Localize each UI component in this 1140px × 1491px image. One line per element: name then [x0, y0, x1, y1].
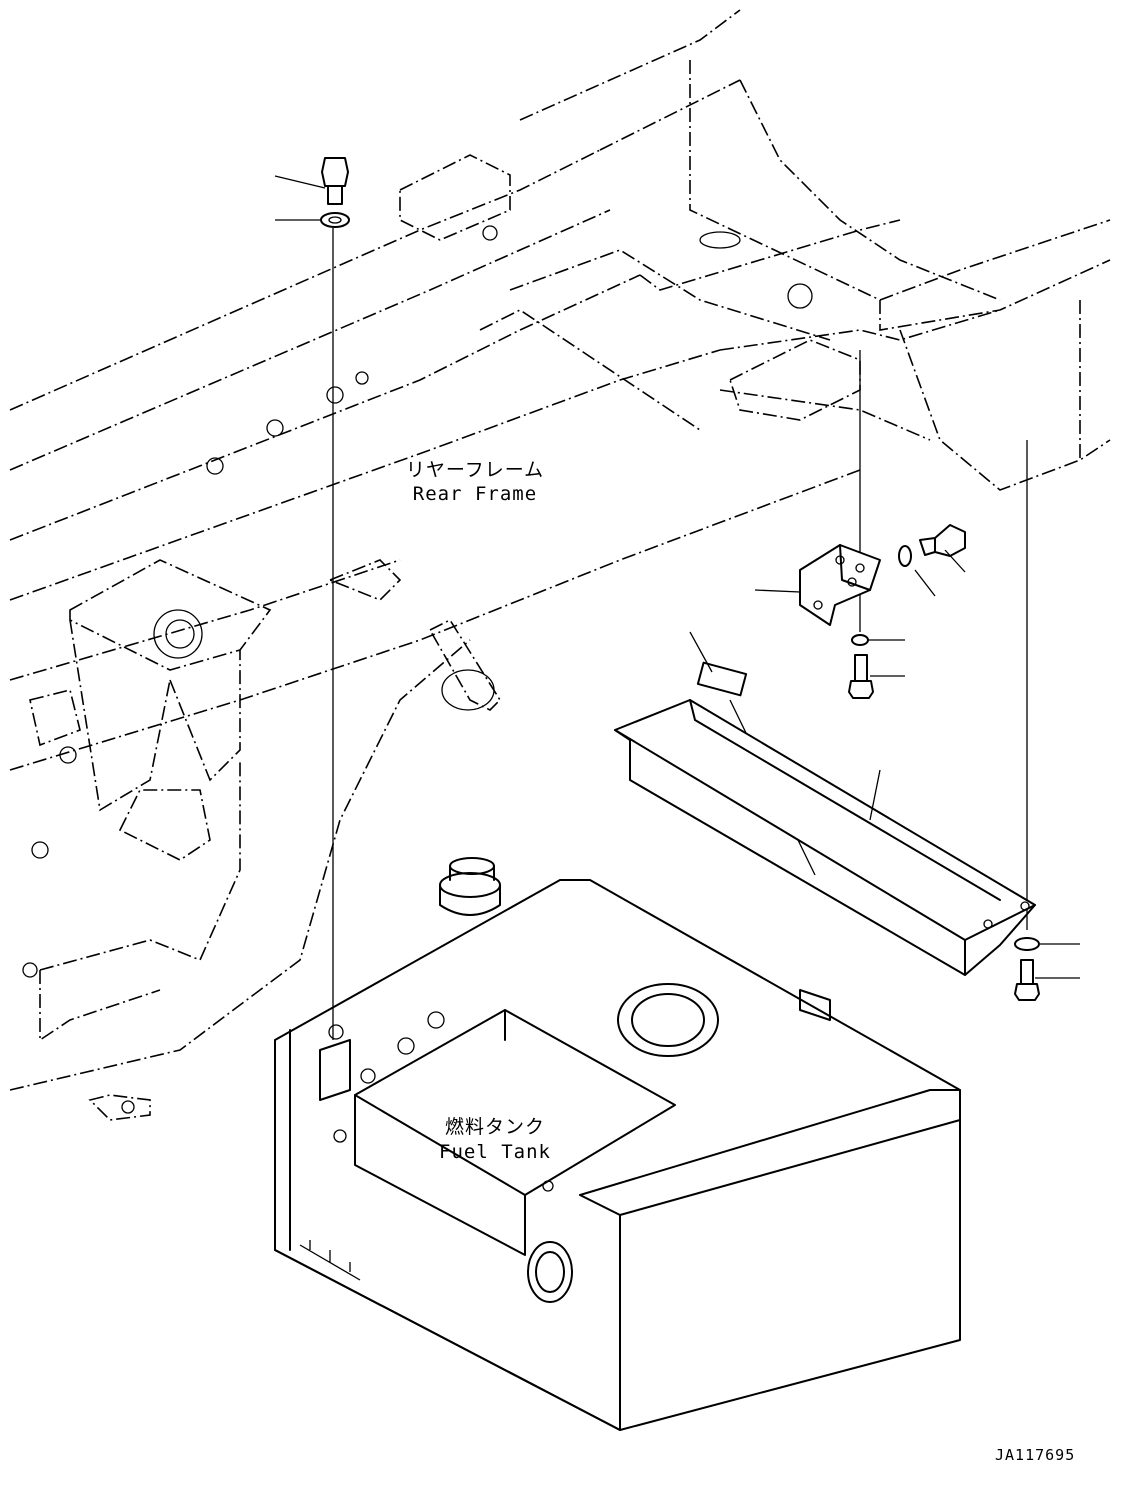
cover-plate-icon	[614, 661, 1036, 976]
leader-lines	[274, 175, 1080, 979]
bolt-icon	[1014, 959, 1040, 1001]
drawing-code: JA117695	[995, 1446, 1076, 1464]
fuel-tank-label-jp: 燃料タンク	[444, 1116, 545, 1138]
rear-frame-label-jp: リヤーフレーム	[405, 459, 545, 481]
bolt-icon	[919, 524, 966, 557]
fuel-tank-icon	[274, 857, 961, 1431]
bolt-icon	[848, 654, 874, 699]
washer-icon	[1014, 937, 1040, 951]
rear-frame-icon	[9, 9, 1111, 1121]
assembly-centerlines	[332, 228, 1028, 1040]
fuel-tank-label-en: Fuel Tank	[439, 1141, 551, 1163]
washer-icon	[898, 545, 912, 567]
bolt-icon	[321, 157, 349, 205]
washer-icon	[320, 212, 350, 228]
bracket-icon	[799, 544, 881, 626]
washer-icon	[851, 634, 869, 646]
rear-frame-label-en: Rear Frame	[412, 483, 538, 505]
